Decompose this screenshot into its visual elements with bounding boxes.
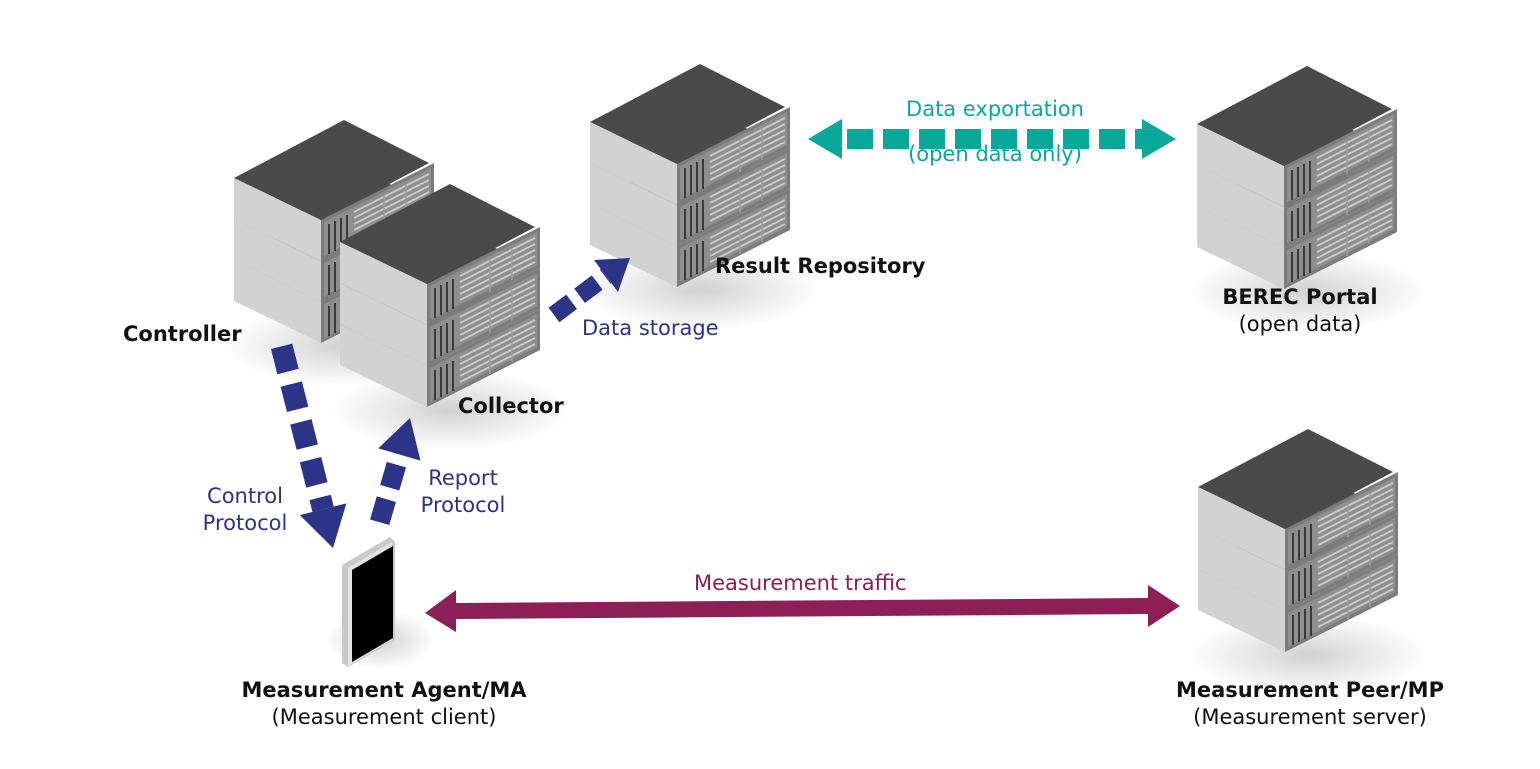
arrow-dash xyxy=(574,275,603,303)
report-protocol-line1: Report xyxy=(428,466,498,490)
berec-portal-subtitle: (open data) xyxy=(1238,312,1362,337)
arrow-dash xyxy=(1063,129,1089,149)
report-protocol-line2: Protocol xyxy=(420,493,506,518)
arrow-dash xyxy=(1027,129,1053,149)
arrow-dash xyxy=(280,381,309,413)
berec-portal-title: BEREC Portal xyxy=(1222,285,1378,309)
arrowhead-icon xyxy=(378,418,421,461)
measurement-agent-title: Measurement Agent/MA xyxy=(241,678,527,702)
measurement-agent-subtitle: (Measurement client) xyxy=(271,705,497,730)
arrow-dash xyxy=(955,129,981,149)
arrow-dash xyxy=(380,461,407,491)
arrow-dash xyxy=(270,343,299,375)
measurement-agent-label: Measurement Agent/MA (Measurement client… xyxy=(224,677,544,732)
measurement-peer-server-stack-icon[interactable] xyxy=(1197,428,1399,653)
measurement-peer-label: Measurement Peer/MP (Measurement server) xyxy=(1150,677,1470,732)
data-storage-arrow xyxy=(548,258,630,323)
arrowhead-icon xyxy=(299,503,347,548)
berec-portal-label: BEREC Portal (open data) xyxy=(1180,284,1420,339)
control-protocol-label: Control Protocol xyxy=(190,483,300,538)
arrow-dash xyxy=(919,129,945,149)
arrowhead-icon xyxy=(594,258,630,292)
data-storage-label: Data storage xyxy=(582,316,719,340)
measurement-peer-subtitle: (Measurement server) xyxy=(1193,705,1427,730)
arrowhead-icon xyxy=(808,119,842,159)
data-exportation-label: Data exportation (open data only) xyxy=(880,96,1110,169)
arrow-dash xyxy=(299,456,328,488)
report-protocol-label: Report Protocol xyxy=(408,465,518,520)
arrow-dash xyxy=(309,494,334,512)
arrow-dash xyxy=(1135,129,1142,149)
measurement-peer-title: Measurement Peer/MP xyxy=(1176,678,1444,702)
data-exportation-line2: (open data only) xyxy=(908,142,1082,167)
arrowhead-icon xyxy=(1142,119,1176,159)
mobile-device-icon[interactable] xyxy=(325,537,435,670)
arrow-dash xyxy=(599,268,612,284)
control-protocol-line1: Control xyxy=(207,484,283,508)
report-protocol-arrow xyxy=(370,418,421,526)
berec-portal-server-stack-icon[interactable] xyxy=(1196,65,1398,290)
measurement-traffic-label: Measurement traffic xyxy=(694,571,907,595)
control-protocol-line2: Protocol xyxy=(202,511,288,536)
arrow-dash xyxy=(548,294,577,323)
arrow-dash xyxy=(991,129,1017,149)
arrow-dash xyxy=(847,129,873,149)
arrow-dash xyxy=(883,129,909,149)
arrow-dash xyxy=(1099,129,1125,149)
arrow-dash xyxy=(290,419,318,450)
measurement-traffic-arrow xyxy=(425,585,1180,632)
data-exportation-arrow xyxy=(808,119,1176,159)
result-repository-label: Result Repository xyxy=(715,254,926,278)
collector-label: Collector xyxy=(458,394,564,418)
arrow-dash xyxy=(370,496,396,526)
controller-label: Controller xyxy=(123,322,242,346)
data-exportation-line1: Data exportation xyxy=(906,97,1084,121)
control-protocol-arrow xyxy=(270,343,347,548)
